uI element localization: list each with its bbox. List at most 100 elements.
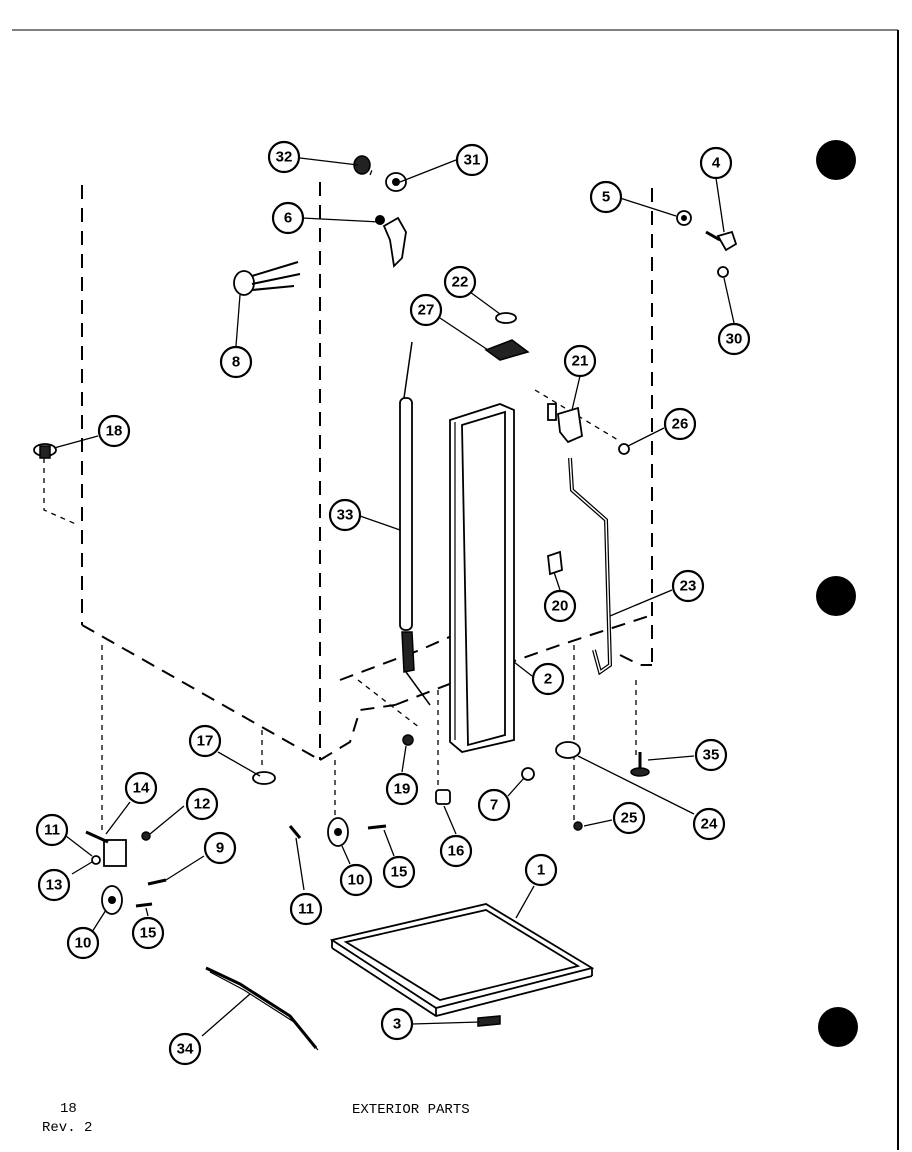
callout-14: 14 — [124, 771, 158, 805]
part-31-fitting — [385, 172, 407, 192]
callout-34: 34 — [168, 1032, 202, 1066]
part-34-cord — [205, 966, 319, 1051]
callout-15-center: 15 — [382, 855, 416, 889]
callout-label: 32 — [276, 149, 293, 166]
callout-label: 9 — [216, 840, 224, 857]
part-35-leveling-leg — [630, 752, 650, 777]
page-number: 18 — [60, 1101, 77, 1117]
part-20-clip — [547, 550, 563, 576]
part-24-bracket — [555, 741, 581, 759]
callout-label: 30 — [726, 331, 743, 348]
part-2-side-panel — [449, 403, 515, 753]
callout-23: 23 — [671, 569, 705, 603]
callout-26: 26 — [663, 407, 697, 441]
callout-8: 8 — [219, 345, 253, 379]
part-9-pin — [147, 878, 167, 886]
callout-10-left: 10 — [66, 926, 100, 960]
leader-lines — [53, 157, 735, 1037]
part-5-washer — [676, 210, 692, 226]
callout-label: 11 — [44, 822, 60, 839]
callout-30: 30 — [717, 322, 751, 356]
callout-20: 20 — [543, 589, 577, 623]
callout-label: 13 — [46, 877, 63, 894]
callout-3: 3 — [380, 1007, 414, 1041]
callout-label: 3 — [393, 1016, 401, 1033]
callout-7: 7 — [477, 788, 511, 822]
callout-27: 27 — [409, 293, 443, 327]
callout-11-center: 11 — [289, 892, 323, 926]
callout-label: 21 — [572, 353, 589, 370]
callout-label: 35 — [703, 747, 720, 764]
callout-label: 18 — [106, 423, 123, 440]
callout-32: 32 — [267, 140, 301, 174]
callout-1: 1 — [524, 853, 558, 887]
part-6-key — [375, 215, 407, 268]
callout-label: 16 — [448, 843, 465, 860]
part-21-hinge-bracket — [547, 403, 583, 444]
callout-31: 31 — [455, 143, 489, 177]
callout-19: 19 — [385, 772, 419, 806]
callout-label: 7 — [490, 797, 498, 814]
diagram-title: EXTERIOR PARTS — [352, 1102, 470, 1118]
callout-label: 1 — [537, 862, 545, 879]
part-25-screw — [573, 821, 583, 831]
callout-label: 24 — [701, 816, 718, 833]
part-30-nut — [717, 266, 729, 278]
callout-label: 23 — [680, 578, 697, 595]
callout-10-center: 10 — [339, 863, 373, 897]
part-10-roller-left — [101, 885, 123, 915]
callout-label: 17 — [197, 733, 214, 750]
part-27-clip — [484, 339, 530, 361]
callout-25: 25 — [612, 801, 646, 835]
callout-label: 26 — [672, 416, 689, 433]
callout-2: 2 — [531, 662, 565, 696]
part-18-foot — [33, 443, 57, 459]
binder-hole-middle — [816, 576, 856, 616]
callout-label: 15 — [391, 864, 408, 881]
revision-label: Rev. 2 — [42, 1120, 92, 1136]
callout-label: 10 — [75, 935, 92, 952]
part-14-hinge — [85, 830, 127, 867]
part-22-grommet — [495, 312, 517, 324]
callout-label: 10 — [348, 872, 365, 889]
part-15-screw-left — [135, 902, 153, 908]
part-19-screw — [402, 734, 414, 746]
callout-24: 24 — [692, 807, 726, 841]
callout-label: 22 — [452, 274, 469, 291]
callout-21: 21 — [563, 344, 597, 378]
callout-label: 20 — [552, 598, 569, 615]
callout-label: 12 — [194, 796, 211, 813]
callout-11-left: 11 — [35, 813, 69, 847]
callout-label: 5 — [602, 189, 610, 206]
callout-12: 12 — [185, 787, 219, 821]
callout-label: 8 — [232, 354, 240, 371]
part-11-screw-center — [288, 825, 302, 839]
part-12-screw — [141, 831, 151, 841]
part-8-connector — [233, 261, 301, 296]
callout-33: 33 — [328, 498, 362, 532]
part-15-screw-center — [367, 824, 387, 830]
callout-label: 25 — [621, 810, 638, 827]
part-4-bracket — [705, 230, 738, 252]
callout-5: 5 — [589, 180, 623, 214]
callout-15-left: 15 — [131, 916, 165, 950]
callout-label: 4 — [712, 155, 721, 172]
callout-label: 15 — [140, 925, 157, 942]
callout-9: 9 — [203, 831, 237, 865]
callout-17: 17 — [188, 724, 222, 758]
callout-35: 35 — [694, 738, 728, 772]
callout-label: 33 — [337, 507, 354, 524]
callout-6: 6 — [271, 201, 305, 235]
part-1-drip-tray — [329, 903, 595, 1017]
part-7-screw — [521, 767, 535, 781]
binder-hole-bottom — [818, 1007, 858, 1047]
callout-18: 18 — [97, 414, 131, 448]
callout-4: 4 — [699, 146, 733, 180]
part-23-wire-rod — [568, 457, 613, 676]
callout-label: 19 — [394, 781, 411, 798]
callout-label: 14 — [133, 780, 150, 797]
part-33-heater-tube — [399, 341, 431, 706]
part-3-clip — [477, 1015, 501, 1027]
binder-hole-top — [816, 140, 856, 180]
